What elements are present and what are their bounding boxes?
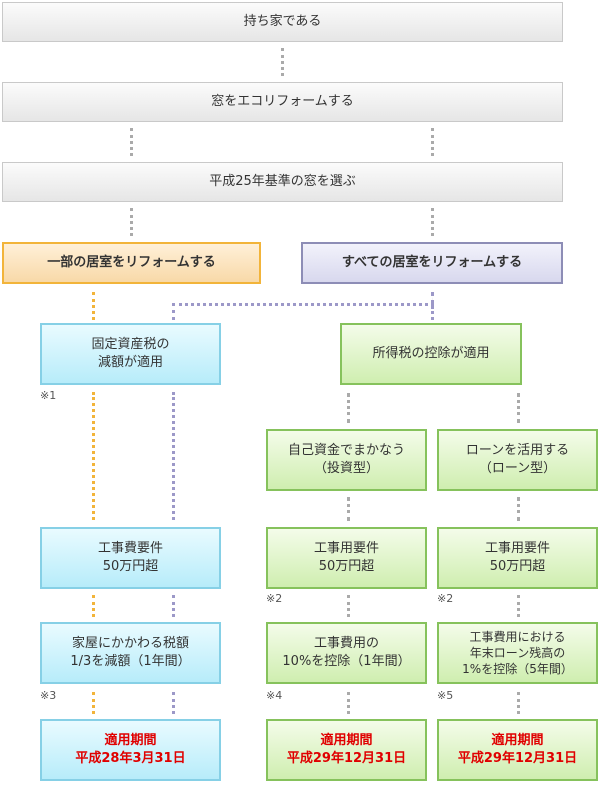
connector-income-left [347,393,350,423]
loan-period-box: 適用期間 平成29年12月31日 [437,719,598,781]
loan-benefit-line3: 1%を控除（5年間） [462,662,573,676]
fixed-tax-requirement-line1: 工事費要件 [97,541,163,556]
loan-period-date: 平成29年12月31日 [457,751,578,766]
note-3: ※3 [40,689,57,702]
note-2b: ※2 [437,592,454,605]
branch-all-label: すべての居室をリフォームする [341,255,523,270]
loan-line2: （ローン型） [478,461,557,476]
connector-fixed-purple-1 [172,392,175,520]
connector-fixed-orange-2 [92,595,95,617]
branch-partial-label: 一部の居室をリフォームする [47,255,216,270]
branch-partial-reform: 一部の居室をリフォームする [2,242,261,284]
note-1: ※1 [40,389,57,402]
loan-period-label: 適用期間 [491,733,544,748]
connector-all-down [431,292,434,304]
self-funded-requirement-line2: 50万円超 [318,559,375,574]
connector-2-right [431,128,434,156]
connector-3-left [130,208,133,236]
self-funded-box: 自己資金でまかなう （投資型） [266,429,427,491]
note-5: ※5 [437,689,454,702]
connector-2-left [130,128,133,156]
fixed-tax-line1: 固定資産税の [91,337,170,352]
step-select-window: 平成25年基準の窓を選ぶ [2,162,563,202]
self-funded-period-label: 適用期間 [320,733,373,748]
note-2a: ※2 [266,592,283,605]
self-funded-benefit-box: 工事費用の 10%を控除（1年間） [266,622,427,684]
loan-benefit-line2: 年末ローン残高の [469,646,566,660]
self-funded-line1: 自己資金でまかなう [287,443,405,458]
connector-income-right [517,393,520,423]
step-eco-reform: 窓をエコリフォームする [2,82,563,122]
fixed-tax-requirement-line2: 50万円超 [102,559,159,574]
connector-all-horizontal [172,303,434,306]
branch-all-reform: すべての居室をリフォームする [301,242,563,284]
loan-box: ローンを活用する （ローン型） [437,429,598,491]
fixed-asset-tax-box: 固定資産税の 減額が適用 [40,323,221,385]
step-own-house: 持ち家である [2,2,563,42]
step-select-window-label: 平成25年基準の窓を選ぶ [209,174,356,189]
loan-benefit-line1: 工事費用における [469,630,566,644]
connector-all-to-income [431,306,434,320]
note-4: ※4 [266,689,283,702]
fixed-tax-benefit-line2: 1/3を減額（1年間） [70,654,191,669]
connector-all-to-fixed [172,303,175,320]
connector-loan-3 [517,692,520,714]
fixed-tax-period-date: 平成28年3月31日 [75,751,186,766]
connector-fixed-purple-2 [172,595,175,617]
connector-loan-2 [517,595,520,617]
self-funded-line2: （投資型） [313,461,379,476]
connector-self-2 [347,595,350,617]
income-tax-title: 所得税の控除が適用 [372,346,490,361]
connector-3-right [431,208,434,236]
connector-self-3 [347,692,350,714]
connector-fixed-orange-3 [92,692,95,714]
self-funded-requirement-box: 工事用要件 50万円超 [266,527,427,589]
self-funded-benefit-line1: 工事費用の [313,636,379,651]
loan-benefit-box: 工事費用における 年末ローン残高の 1%を控除（5年間） [437,622,598,684]
fixed-tax-line2: 減額が適用 [97,355,163,370]
connector-fixed-purple-3 [172,692,175,714]
self-funded-period-date: 平成29年12月31日 [286,751,407,766]
loan-line1: ローンを活用する [465,443,570,458]
loan-requirement-box: 工事用要件 50万円超 [437,527,598,589]
fixed-tax-period-label: 適用期間 [104,733,157,748]
loan-requirement-line2: 50万円超 [489,559,546,574]
self-funded-benefit-line2: 10%を控除（1年間） [282,654,411,669]
fixed-tax-benefit-line1: 家屋にかかわる税額 [71,636,189,651]
step-own-house-label: 持ち家である [243,14,322,29]
fixed-tax-benefit-box: 家屋にかかわる税額 1/3を減額（1年間） [40,622,221,684]
connector-partial-down [92,292,95,320]
step-eco-reform-label: 窓をエコリフォームする [211,94,354,109]
fixed-tax-period-box: 適用期間 平成28年3月31日 [40,719,221,781]
self-funded-requirement-line1: 工事用要件 [313,541,379,556]
self-funded-period-box: 適用期間 平成29年12月31日 [266,719,427,781]
fixed-tax-requirement-box: 工事費要件 50万円超 [40,527,221,589]
connector-fixed-orange-1 [92,392,95,520]
connector-1 [281,48,284,76]
loan-requirement-line1: 工事用要件 [484,541,550,556]
income-tax-box: 所得税の控除が適用 [340,323,522,385]
connector-loan-1 [517,497,520,521]
connector-self-1 [347,497,350,521]
